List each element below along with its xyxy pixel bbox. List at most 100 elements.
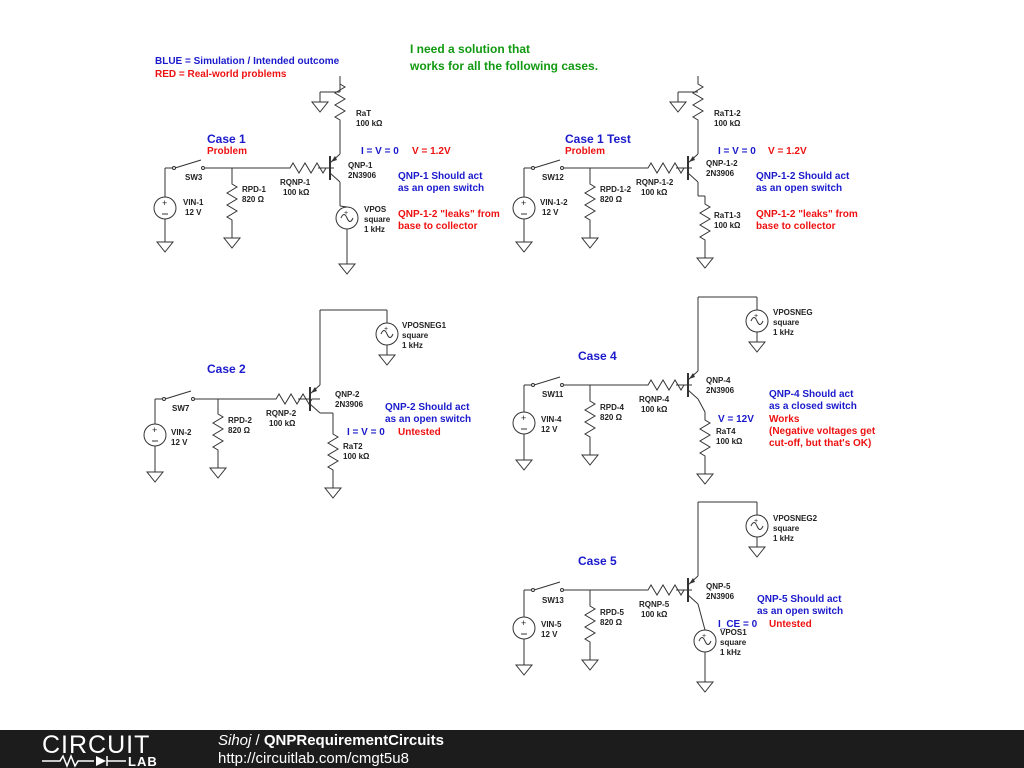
svg-text:QNP-5 Should act: QNP-5 Should act [757, 594, 842, 605]
svg-text:100 kΩ: 100 kΩ [641, 188, 668, 197]
case-5-circuit: Case 5 SW13 VIN-5 12 V RPD-5 820 Ω RQNP-… [512, 501, 843, 693]
svg-text:square: square [720, 638, 747, 647]
svg-text:QNP-1-2: QNP-1-2 [706, 159, 738, 168]
svg-text:RaT1-2: RaT1-2 [714, 109, 741, 118]
qnp-1-2-transistor-icon [675, 153, 699, 183]
svg-text:VPOSNEG2: VPOSNEG2 [773, 514, 818, 523]
legend-blue: BLUE = Simulation / Intended outcome [155, 56, 340, 67]
svg-text:I = V = 0: I = V = 0 [347, 427, 385, 438]
svg-text:2N3906: 2N3906 [335, 400, 364, 409]
qnp-4-transistor-icon [675, 370, 699, 400]
svg-text:SW7: SW7 [172, 404, 190, 413]
sw12-switch[interactable] [523, 159, 573, 170]
svg-text:square: square [402, 331, 429, 340]
svg-text:I_CE = 0: I_CE = 0 [718, 619, 758, 630]
svg-text:VPOS1: VPOS1 [720, 628, 747, 637]
svg-text:820 Ω: 820 Ω [600, 618, 623, 627]
svg-text:VIN-1: VIN-1 [183, 198, 204, 207]
svg-text:100 kΩ: 100 kΩ [283, 188, 310, 197]
svg-text:100 kΩ: 100 kΩ [716, 437, 743, 446]
vin-5-source-icon [512, 616, 536, 640]
svg-text:QNP-2 Should act: QNP-2 Should act [385, 402, 470, 413]
svg-text:RaT: RaT [356, 109, 371, 118]
svg-text:QNP-2: QNP-2 [335, 390, 360, 399]
svg-text:I = V = 0: I = V = 0 [718, 146, 756, 157]
case-1-title: Case 1 [207, 132, 246, 146]
svg-text:RPD-4: RPD-4 [600, 403, 625, 412]
svg-text:base to collector: base to collector [398, 221, 478, 232]
svg-text:RaT1-3: RaT1-3 [714, 211, 741, 220]
svg-text:Problem: Problem [565, 146, 605, 157]
svg-text:QNP-1-2 "leaks" from: QNP-1-2 "leaks" from [398, 209, 500, 220]
svg-text:SW12: SW12 [542, 173, 564, 182]
circuit-url-link[interactable]: http://circuitlab.com/cmgt5u8 [218, 750, 409, 767]
svg-text:100 kΩ: 100 kΩ [641, 405, 668, 414]
schematic-canvas: + + BLUE = Simulation / I [143, 42, 876, 693]
vposneg-source-icon [745, 309, 769, 333]
svg-text:820 Ω: 820 Ω [600, 413, 623, 422]
svg-text:square: square [364, 215, 391, 224]
svg-text:cut-off, but that's OK): cut-off, but that's OK) [769, 438, 871, 449]
svg-text:QNP-1-2 "leaks" from: QNP-1-2 "leaks" from [756, 209, 858, 220]
svg-text:square: square [773, 318, 800, 327]
author-line: Sihoj / QNPRequirementCircuits [218, 732, 444, 749]
svg-text:RQNP-5: RQNP-5 [639, 600, 670, 609]
svg-text:VPOS: VPOS [364, 205, 387, 214]
footer-bar: CIRCUIT LAB Sihoj / QNPRequirementCircui… [0, 730, 1024, 768]
case-1-test-circuit: Case 1 Test Problem SW12 VIN-1-2 12 V RP… [512, 75, 858, 269]
svg-text:RQNP-1-2: RQNP-1-2 [636, 178, 674, 187]
vin-1-2-source-icon [512, 196, 536, 220]
svg-text:1 kHz: 1 kHz [720, 648, 741, 657]
svg-text:100 kΩ: 100 kΩ [343, 452, 370, 461]
svg-text:as a closed switch: as a closed switch [769, 401, 857, 412]
vin-4-source-icon [512, 411, 536, 435]
svg-text:VIN-4: VIN-4 [541, 415, 562, 424]
sw7-switch[interactable] [154, 390, 204, 401]
svg-text:RQNP-4: RQNP-4 [639, 395, 670, 404]
svg-text:2N3906: 2N3906 [706, 169, 735, 178]
qnp-1-transistor-icon [317, 153, 341, 183]
sw13-switch[interactable] [523, 581, 573, 592]
author-link[interactable]: Sihoj [218, 732, 252, 749]
svg-text:RaT2: RaT2 [343, 442, 363, 451]
vin-1-source-icon [153, 196, 177, 220]
svg-text:12 V: 12 V [171, 438, 188, 447]
svg-text:QNP-4: QNP-4 [706, 376, 731, 385]
svg-text:12 V: 12 V [542, 208, 559, 217]
case-1-test-title: Case 1 Test [565, 132, 631, 146]
sw3-switch[interactable] [164, 159, 214, 170]
case-2-circuit: Case 2 SW7 VIN-2 12 V RPD-2 820 Ω RQNP-2… [143, 309, 471, 499]
case-4-circuit: Case 4 SW11 VIN-4 12 V RPD-4 820 Ω RQNP-… [512, 296, 876, 485]
vpos-source-icon [335, 206, 359, 230]
circuitlab-logo-lab: LAB [128, 754, 158, 768]
case-1-circuit: Case 1 Problem SW3 VIN-1 12 V RPD-1 820 … [153, 75, 500, 275]
svg-text:2N3906: 2N3906 [706, 592, 735, 601]
svg-text:Works: Works [769, 414, 800, 425]
svg-text:820 Ω: 820 Ω [242, 195, 265, 204]
vposneg1-source-icon [375, 322, 399, 346]
svg-text:1 kHz: 1 kHz [773, 328, 794, 337]
vpos1-source-icon [693, 629, 717, 653]
svg-text:SW3: SW3 [185, 173, 203, 182]
vin-2-source-icon [143, 423, 167, 447]
svg-text:as an open switch: as an open switch [757, 606, 843, 617]
legend-red: RED = Real-world problems [155, 69, 287, 80]
case-5-title: Case 5 [578, 554, 617, 568]
svg-text:VIN-1-2: VIN-1-2 [540, 198, 568, 207]
svg-text:QNP-5: QNP-5 [706, 582, 731, 591]
svg-text:V = 1.2V: V = 1.2V [768, 146, 807, 157]
svg-text:SW11: SW11 [542, 390, 564, 399]
svg-text:100 kΩ: 100 kΩ [714, 119, 741, 128]
svg-text:as an open switch: as an open switch [398, 183, 484, 194]
svg-text:1 kHz: 1 kHz [773, 534, 794, 543]
svg-text:100 kΩ: 100 kΩ [269, 419, 296, 428]
sw11-switch[interactable] [523, 376, 573, 387]
svg-text:V = 1.2V: V = 1.2V [412, 146, 451, 157]
circuit-title[interactable]: QNPRequirementCircuits [263, 732, 444, 749]
qnp-5-transistor-icon [675, 575, 699, 605]
svg-text:RPD-1-2: RPD-1-2 [600, 185, 632, 194]
svg-text:V = 12V: V = 12V [718, 414, 754, 425]
svg-text:VIN-5: VIN-5 [541, 620, 562, 629]
case-4-title: Case 4 [578, 349, 617, 363]
